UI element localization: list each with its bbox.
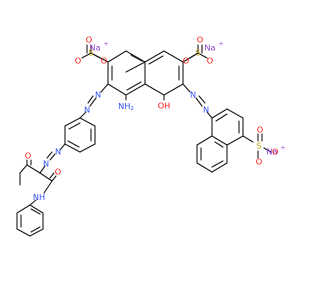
sodium-charge-2: + (218, 41, 223, 48)
sodium-ion-2: Na (204, 43, 215, 53)
oxygen-atom: O (256, 157, 262, 167)
amide-oxygen: O (55, 167, 61, 177)
oxygen-atom: O (86, 35, 92, 45)
azo-nitrogen: N (55, 147, 61, 157)
oxygen-anion: O (207, 56, 213, 66)
sodium-charge-3: + (280, 145, 285, 152)
sodium-charge-1: + (103, 41, 108, 48)
azo-nitrogen: N (84, 105, 90, 115)
amino-group: NH2 (118, 101, 134, 112)
oxygen-atom: O (197, 35, 203, 45)
oxygen-atom: O (101, 56, 107, 66)
bond-lines (16, 44, 272, 237)
oxygen-atom: O (257, 125, 263, 135)
molecule-diagram: Na + Na + Na + S O O O S O O O NH2 OH N … (16, 34, 286, 237)
azo-nitrogen: N (43, 159, 49, 169)
sulfur-atom-3: S (256, 141, 261, 151)
azo-nitrogen: N (95, 90, 101, 100)
sodium-ion-3: Na (266, 147, 277, 157)
structure-svg: Na + Na + Na + S O O O S O O O NH2 OH N … (16, 35, 286, 237)
azo-nitrogen: N (203, 105, 209, 115)
azo-nitrogen: N (190, 90, 196, 100)
oxygen-anion: O (272, 147, 278, 157)
oxygen-atom: O (183, 56, 189, 66)
hydroxyl-group: OH (158, 101, 171, 111)
ketone-oxygen: O (25, 151, 31, 161)
sulfur-atom-1: S (88, 48, 93, 58)
sulfur-atom-2: S (195, 48, 200, 58)
amide-nitrogen: NH (33, 192, 45, 202)
sodium-ion-1: Na (89, 43, 100, 53)
atom-labels: Na + Na + Na + S O O O S O O O NH2 OH N … (25, 35, 286, 202)
oxygen-anion: O (75, 56, 81, 66)
